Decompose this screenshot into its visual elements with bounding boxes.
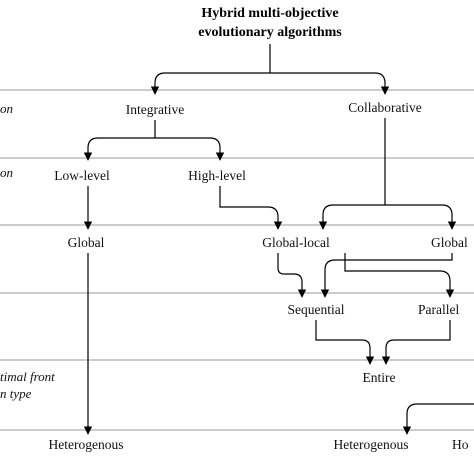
node-high-level: High-level — [188, 168, 246, 183]
node-global-right: Global — [431, 235, 468, 250]
edge-global-local-to-sequential — [277, 253, 307, 298]
node-collaborative: Collaborative — [348, 100, 421, 115]
edge-integrative-to-low-level — [83, 137, 155, 161]
edge-collaborative-to-global-local — [318, 204, 385, 230]
edge-title-to-collaborative — [270, 72, 390, 95]
edge-global-local-to-parallel — [344, 253, 455, 298]
side-label-row-5-line-1: timal front — [0, 369, 55, 384]
edge-integrative-to-high-level — [155, 137, 225, 161]
side-label-row-5-line-2: n type — [0, 386, 32, 401]
side-label-row-2: on — [0, 165, 13, 180]
node-global-local: Global-local — [262, 235, 330, 250]
node-sequential: Sequential — [288, 302, 345, 317]
edge-title-to-integrative — [150, 72, 270, 95]
node-global-left: Global — [68, 235, 105, 250]
node-ho-partial: Ho — [452, 437, 469, 452]
node-integrative: Integrative — [126, 102, 184, 117]
diagram-title-line-2: evolutionary algorithms — [198, 25, 342, 40]
edge-entire-trunk — [406, 403, 474, 415]
edge-high-level-to-global-local — [219, 186, 283, 230]
edge-collaborative-to-global-right — [385, 204, 457, 230]
node-entire: Entire — [363, 370, 396, 385]
node-heterogenous-right: Heterogenous — [334, 437, 409, 452]
edge-global-right-to-sequential — [320, 253, 453, 298]
edge-sequential-to-entire — [315, 320, 375, 365]
edge-parallel-to-entire — [381, 320, 451, 365]
diagram-title-line-1: Hybrid multi-objective — [201, 6, 338, 21]
node-parallel: Parallel — [418, 302, 459, 317]
side-label-row-1: on — [0, 101, 13, 116]
node-low-level: Low-level — [54, 168, 110, 183]
node-heterogenous-left: Heterogenous — [49, 437, 124, 452]
